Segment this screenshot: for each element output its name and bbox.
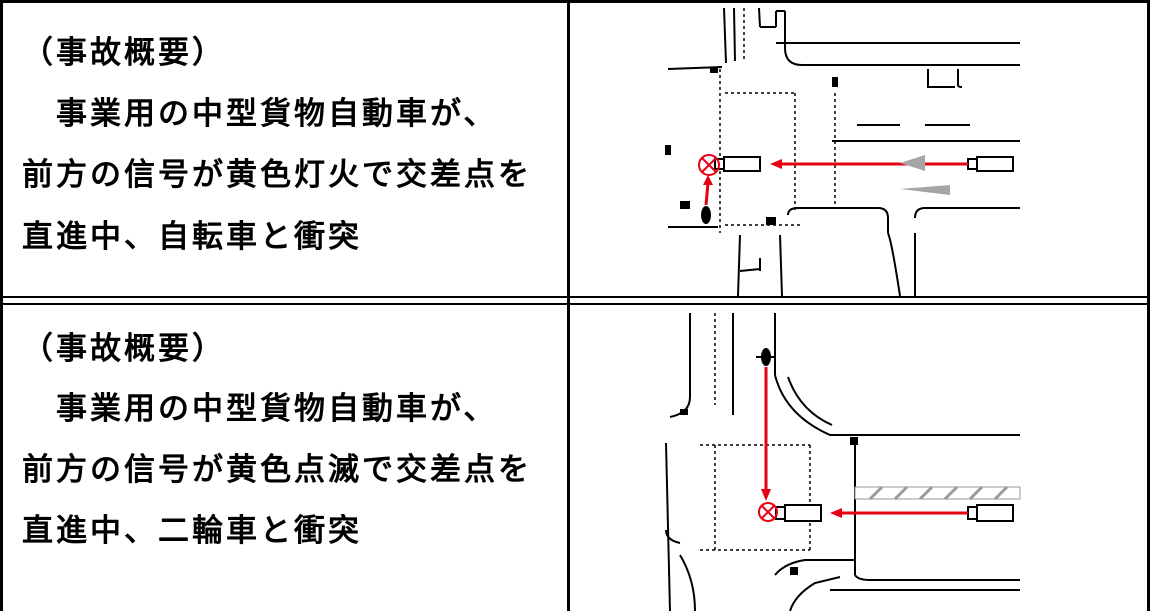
road-outline bbox=[667, 7, 1020, 296]
case2-line1: 事業用の中型貨物自動車が、 bbox=[22, 391, 498, 427]
lane-direction-arrows bbox=[900, 155, 950, 195]
case2-line2: 前方の信号が黄色点滅で交差点を bbox=[22, 452, 532, 488]
bicycle-icon bbox=[701, 206, 711, 224]
case1-heading: （事故概要） bbox=[22, 35, 226, 71]
case1-line2: 前方の信号が黄色灯火で交差点を bbox=[22, 157, 532, 193]
motorcycle-icon bbox=[756, 348, 776, 366]
case1-line1: 事業用の中型貨物自動車が、 bbox=[22, 96, 498, 132]
motorcycle-path-arrow bbox=[761, 367, 771, 501]
truck-icon bbox=[775, 504, 822, 522]
truck-icon bbox=[714, 156, 761, 172]
road-outline bbox=[665, 313, 1020, 611]
case1-line3: 直進中、自転車と衝突 bbox=[22, 219, 362, 255]
vehicle-path-arrow bbox=[830, 508, 968, 518]
case2-intersection-diagram bbox=[665, 313, 1021, 611]
vehicle-path-arrow bbox=[770, 159, 968, 169]
column-divider bbox=[567, 0, 570, 611]
truck-start-icon bbox=[967, 504, 1014, 522]
crosswalk-lines bbox=[719, 8, 836, 233]
hatched-zone bbox=[854, 485, 1021, 501]
truck-start-icon bbox=[967, 156, 1014, 172]
case2-heading: （事故概要） bbox=[22, 331, 226, 367]
case2-line3: 直進中、二輪車と衝突 bbox=[22, 513, 362, 549]
traffic-signal-icons bbox=[665, 67, 838, 225]
collision-mark-icon bbox=[758, 502, 778, 522]
crosswalk-lines bbox=[700, 313, 811, 551]
row-divider bbox=[0, 296, 1150, 305]
bicycle-path-arrow bbox=[703, 175, 713, 206]
traffic-signal-icons bbox=[680, 409, 858, 575]
case1-intersection-diagram bbox=[665, 7, 1020, 296]
collision-mark-icon bbox=[698, 154, 720, 176]
